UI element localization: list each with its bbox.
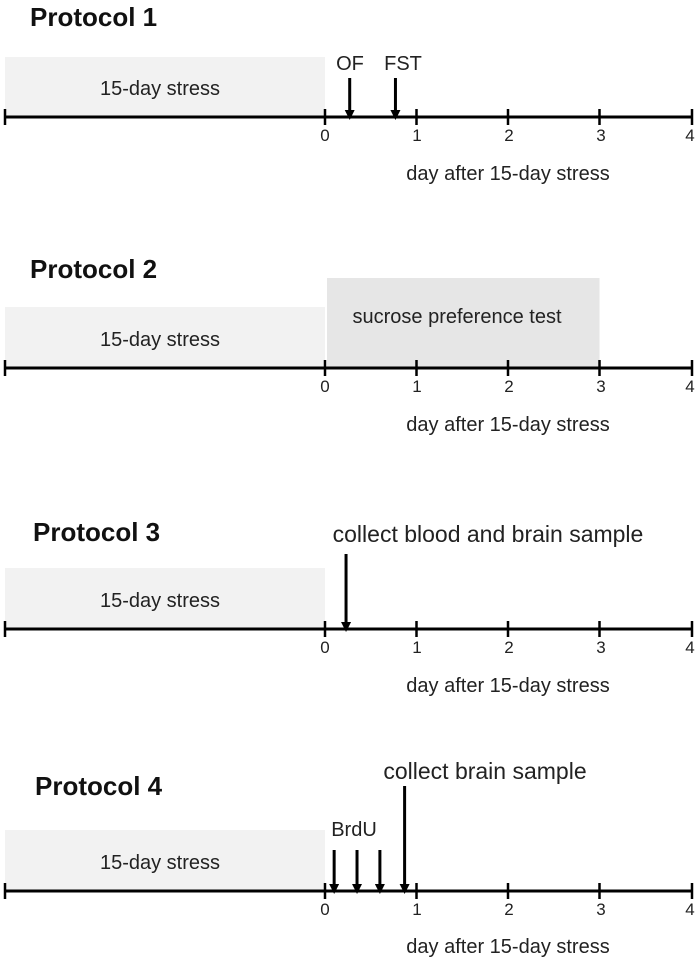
protocol-1-tick-label-4: 4 — [685, 126, 694, 145]
protocol-2-axis-label: day after 15-day stress — [406, 414, 609, 436]
protocol-2-stress-label: 15-day stress — [100, 329, 220, 351]
protocol-4-tick-label-2: 2 — [504, 900, 513, 919]
protocol-1-ticks — [3, 109, 694, 125]
protocol-3-axis-label: day after 15-day stress — [406, 675, 609, 697]
protocol-1-tick-label-0: 0 — [320, 126, 329, 145]
protocol-1-title: Protocol 1 — [30, 2, 157, 32]
protocol-2-stress-box — [5, 307, 325, 367]
protocol-3-stress-box — [5, 568, 325, 628]
protocol-2-test-label: sucrose preference test — [353, 306, 562, 328]
protocol-3-title: Protocol 3 — [33, 517, 160, 547]
protocol-3-tick-label-0: 0 — [320, 638, 329, 657]
protocol-4-stress-label: 15-day stress — [100, 852, 220, 874]
protocol-3-tick-label-1: 1 — [412, 638, 421, 657]
protocol-3-tick-label-4: 4 — [685, 638, 694, 657]
protocol-4: Protocol 4 15-day stress 0 1 2 3 4 day a… — [3, 758, 695, 958]
protocol-1: Protocol 1 15-day stress 0 1 2 3 4 day a… — [3, 2, 695, 185]
protocol-3-tick-label-3: 3 — [596, 638, 605, 657]
protocol-4-tick-label-3: 3 — [596, 900, 605, 919]
protocol-3-ticks — [3, 621, 694, 637]
protocol-1-axis-label: day after 15-day stress — [406, 163, 609, 185]
protocol-2-tick-label-3: 3 — [596, 377, 605, 396]
protocol-3-tick-label-2: 2 — [504, 638, 513, 657]
protocol-2-ticks — [3, 360, 694, 376]
protocol-4-tick-label-1: 1 — [412, 900, 421, 919]
protocol-1-event-label-fst: FST — [384, 53, 422, 75]
protocol-4-brdu-label: BrdU — [331, 819, 377, 841]
protocol-2-test-box — [327, 278, 600, 367]
protocol-2-title: Protocol 2 — [30, 254, 157, 284]
protocol-4-tick-label-4: 4 — [685, 900, 694, 919]
protocol-2: Protocol 2 15-day stress sucrose prefere… — [3, 254, 695, 436]
protocol-4-stress-box — [5, 830, 325, 890]
protocol-3-stress-label: 15-day stress — [100, 590, 220, 612]
protocol-1-tick-label-3: 3 — [596, 126, 605, 145]
protocol-4-axis-label: day after 15-day stress — [406, 936, 609, 958]
protocol-4-collect-label: collect brain sample — [383, 758, 586, 784]
protocol-3-event-label-collect: collect blood and brain sample — [333, 521, 644, 547]
protocol-2-tick-label-4: 4 — [685, 377, 694, 396]
protocol-2-tick-label-2: 2 — [504, 377, 513, 396]
protocol-1-stress-label: 15-day stress — [100, 78, 220, 100]
protocol-4-ticks — [3, 883, 694, 899]
protocol-4-tick-label-0: 0 — [320, 900, 329, 919]
protocol-3: Protocol 3 15-day stress 0 1 2 3 4 day a… — [3, 517, 695, 697]
protocol-2-tick-label-0: 0 — [320, 377, 329, 396]
protocol-1-tick-label-1: 1 — [412, 126, 421, 145]
protocol-4-title: Protocol 4 — [35, 771, 163, 801]
protocol-1-stress-box — [5, 57, 325, 116]
protocol-2-tick-label-1: 1 — [412, 377, 421, 396]
protocol-1-event-label-of: OF — [336, 53, 364, 75]
protocol-1-tick-label-2: 2 — [504, 126, 513, 145]
